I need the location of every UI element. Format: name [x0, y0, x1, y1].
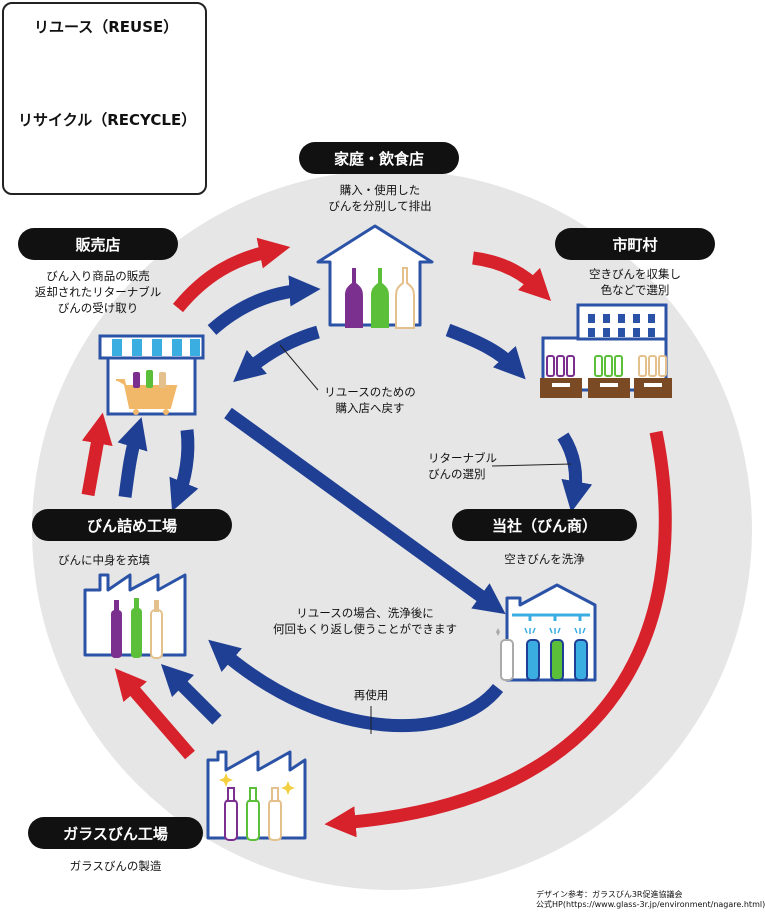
- household-desc-line: 購入・使用した: [339, 183, 421, 197]
- design-credit: デザイン参考：ガラスびん3R促進協議会 公式HP(https://www.gla…: [536, 890, 765, 910]
- retailer-desc-line: びん入り商品の販売: [46, 269, 150, 283]
- bottler-title: びん詰め工場: [32, 509, 232, 541]
- annotation-line: リユースの場合、洗浄後に: [296, 606, 434, 620]
- company-title: 当社（びん商）: [452, 509, 637, 541]
- annotation-line: リターナブル: [428, 451, 497, 465]
- annotation-reuse: 再使用: [353, 688, 389, 702]
- glass-factory-desc: ガラスびんの製造: [28, 858, 203, 874]
- credit-line: デザイン参考：ガラスびん3R促進協議会: [536, 890, 683, 899]
- arrow-reuse-retailer-to-household: [207, 275, 321, 335]
- retailer-icon: [98, 334, 205, 416]
- municipality-desc-line: 色などで選別: [600, 283, 670, 297]
- municipality-desc: 空きびんを収集し 色などで選別: [555, 266, 715, 298]
- company-desc-line: 空きびんを洗浄: [504, 552, 585, 566]
- glass-factory-icon: [206, 750, 307, 841]
- retailer-desc: びん入り商品の販売 返却されたリターナブル びんの受け取り: [18, 268, 178, 316]
- company-icon: [496, 583, 597, 682]
- bottler-icon: [83, 573, 187, 659]
- retailer-desc-line: 返却されたリターナブル: [34, 285, 162, 299]
- arrow-reuse-bottler-to-retailer: [117, 417, 148, 498]
- company-desc: 空きびんを洗浄: [452, 551, 637, 567]
- arrow-reuse-retailer-to-bottler: [169, 429, 199, 512]
- annotation-returnable-sort: リターナブル びんの選別: [428, 450, 528, 482]
- legend-reuse-label: リユース（REUSE）: [34, 18, 179, 36]
- credit-line: 公式HP(https://www.glass-3r.jp/environment…: [536, 900, 765, 909]
- arrow-reuse-retailer-to-company: [224, 407, 506, 615]
- retailer-title: 販売店: [18, 228, 178, 260]
- legend-box: リユース（REUSE） リサイクル（RECYCLE）: [2, 2, 207, 195]
- household-title: 家庭・飲食店: [299, 142, 459, 174]
- bottler-desc: びんに中身を充填: [58, 552, 198, 568]
- arrow-reuse-household-to-municipality: [445, 323, 526, 380]
- annotation-reuse-note: リユースの場合、洗浄後に 何回もくり返し使うことができます: [255, 605, 475, 637]
- arrow-reuse-municipality-to-company: [557, 432, 593, 513]
- retailer-desc-line: びんの受け取り: [57, 301, 139, 315]
- annotation-line: 購入店へ戻す: [335, 401, 405, 415]
- arrow-reuse-household-to-retailer: [233, 325, 320, 383]
- arrow-recycle-glass-factory-to-bottler: [114, 668, 195, 760]
- annotation-line: 何回もくり返し使うことができます: [273, 622, 457, 636]
- bottler-desc-line: びんに中身を充填: [58, 553, 150, 567]
- glass-factory-desc-line: ガラスびんの製造: [69, 859, 162, 873]
- municipality-desc-line: 空きびんを収集し: [589, 267, 681, 281]
- arrow-recycle-bottler-to-retailer: [81, 412, 113, 497]
- leader-returnable-sort: [491, 463, 572, 467]
- glass-factory-title: ガラスびん工場: [28, 817, 203, 849]
- municipality-title: 市町村: [555, 228, 715, 260]
- arrow-reuse-company-to-bottler: [208, 639, 504, 733]
- household-icon: [316, 224, 434, 329]
- arrow-reuse-glass-factory-to-bottler: [160, 663, 222, 725]
- leader-return-to-store: [279, 344, 319, 391]
- annotation-line: びんの選別: [428, 467, 486, 481]
- arrow-recycle-retailer-to-household: [172, 237, 291, 313]
- annotation-line: リユースのための: [324, 385, 416, 399]
- arrow-recycle-municipality-to-glass-factory: [324, 430, 672, 838]
- legend-recycle-label: リサイクル（RECYCLE）: [18, 111, 197, 129]
- annotation-return-to-store: リユースのための 購入店へ戻す: [305, 384, 435, 416]
- arrow-recycle-household-to-municipality: [472, 251, 552, 302]
- municipality-icon: [540, 303, 672, 398]
- household-desc-line: びんを分別して排出: [328, 199, 432, 213]
- household-desc: 購入・使用した びんを分別して排出: [300, 182, 460, 214]
